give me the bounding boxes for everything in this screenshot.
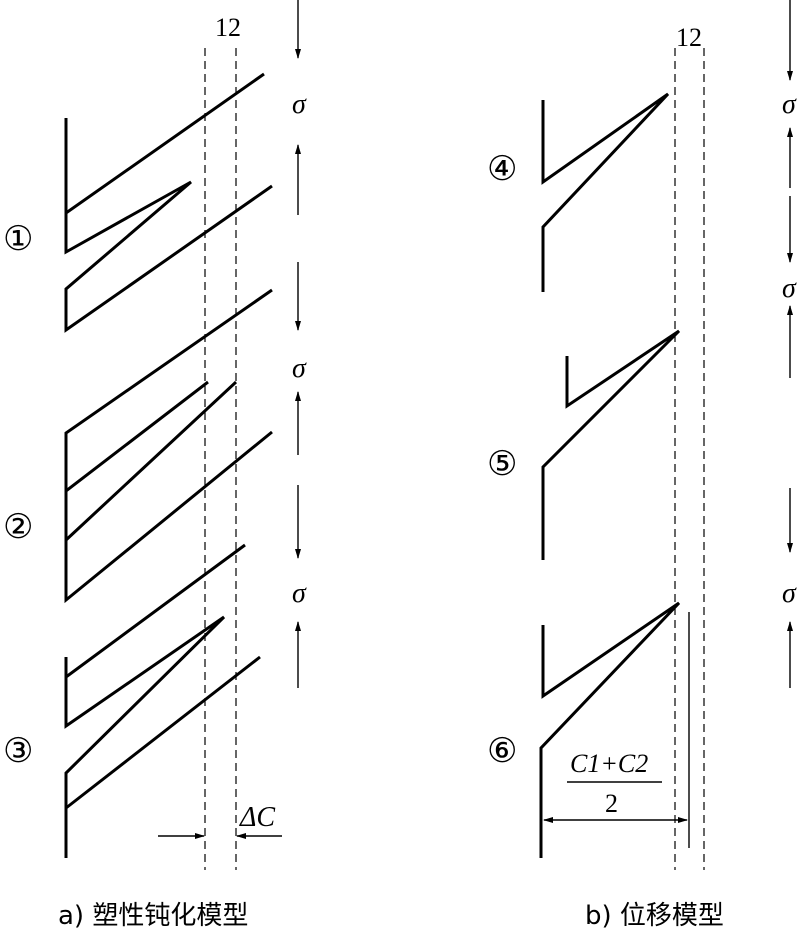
stress-symbol-left-2: σ bbox=[292, 353, 307, 384]
stress-symbol-left-1: σ bbox=[292, 89, 307, 120]
half-sum-dimension bbox=[543, 781, 688, 823]
right-caption: b) 位移模型 bbox=[585, 901, 724, 929]
dashed-lines-label-right: 12 bbox=[676, 23, 702, 52]
stress-symbol-left-3: σ bbox=[292, 578, 307, 609]
stage-1-label: ① bbox=[3, 221, 33, 258]
left-caption: a) 塑性钝化模型 bbox=[58, 901, 248, 929]
stress-symbol-right-1: σ bbox=[782, 89, 797, 120]
stage-6-label: ⑥ bbox=[487, 733, 517, 770]
stage-4-label: ④ bbox=[487, 151, 517, 188]
dashed-lines-label: 12 bbox=[215, 13, 241, 42]
stress-symbol-right-3: σ bbox=[782, 578, 797, 609]
stage-1-crack bbox=[64, 72, 273, 333]
stress-symbol-right-2: σ bbox=[782, 273, 797, 304]
fraction-denominator: 2 bbox=[605, 789, 618, 818]
stage-2-crack bbox=[64, 288, 273, 604]
delta-c-label: ΔC bbox=[239, 802, 275, 833]
stage-3-label: ③ bbox=[3, 733, 33, 770]
stage-6-crack bbox=[539, 601, 690, 858]
right-panel: 12 ④ ⑤ ⑥ C1+C2 2 bbox=[487, 0, 797, 929]
stage-4-crack bbox=[541, 92, 670, 292]
stage-3-crack bbox=[64, 543, 261, 858]
stage-2-label: ② bbox=[3, 509, 33, 546]
left-panel: 12 ① ② ③ σ σ σ bbox=[3, 0, 307, 929]
stage-5-crack bbox=[541, 329, 681, 560]
fraction-numerator: C1+C2 bbox=[570, 749, 648, 778]
stage-5-label: ⑤ bbox=[487, 446, 517, 483]
